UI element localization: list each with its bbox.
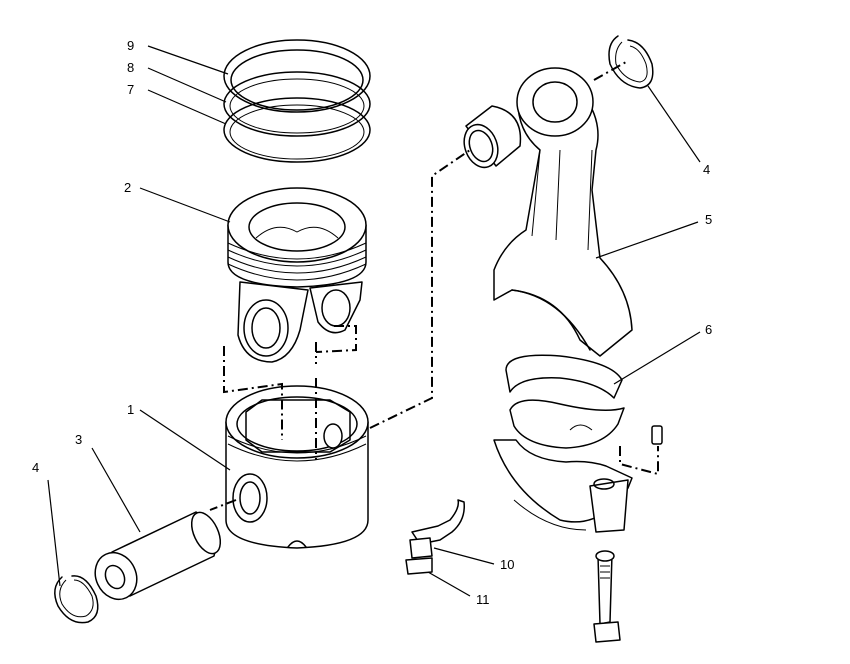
- ring-7: [223, 97, 371, 163]
- callout-6: 6: [705, 322, 712, 337]
- callout-7: 7: [127, 82, 134, 97]
- retaining-ring-right: [608, 35, 654, 89]
- callout-5: 5: [705, 212, 712, 227]
- ring-9: [223, 39, 371, 113]
- rod-cap: [493, 439, 633, 533]
- callout-labels: 9 8 7 2 1 3 4 4 5 6 10 11: [32, 38, 712, 607]
- callout-11: 11: [476, 592, 490, 607]
- rod-bolt: [593, 550, 621, 643]
- piston-crown: [227, 187, 367, 363]
- callout-2: 2: [124, 180, 131, 195]
- leader-lines: [47, 45, 701, 597]
- connecting-rod: [493, 67, 633, 357]
- ring-8: [223, 71, 371, 137]
- piston-skirt: [225, 385, 369, 549]
- rod-bushing: [463, 105, 522, 169]
- cooling-nozzle: [405, 499, 465, 575]
- callout-9: 9: [127, 38, 134, 53]
- callout-1: 1: [127, 402, 134, 417]
- piston-rings: [223, 39, 371, 163]
- piston-pin: [94, 511, 222, 601]
- dowel-pin: [651, 425, 663, 445]
- assembly-centerlines: [209, 61, 659, 511]
- retaining-ring-left: [54, 575, 99, 624]
- callout-10: 10: [500, 557, 514, 572]
- bearing-shell-upper: [505, 354, 623, 399]
- bearing-shell-lower: [509, 399, 625, 449]
- callout-3: 3: [75, 432, 82, 447]
- callout-4-left: 4: [32, 460, 39, 475]
- callout-4-right: 4: [703, 162, 710, 177]
- callout-8: 8: [127, 60, 134, 75]
